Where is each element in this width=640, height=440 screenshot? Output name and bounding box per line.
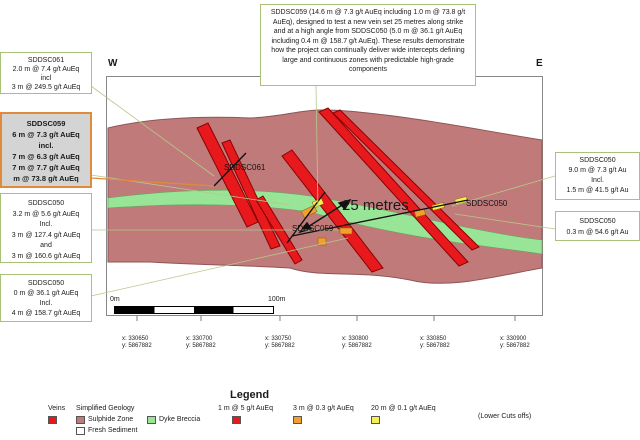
callout-sddsc061: SDDSC061 2.0 m @ 7.4 g/t AuEq incl 3 m @… [0,52,92,94]
leader-050b [90,237,349,297]
legend-cut2-label: 3 m @ 0.3 g/t AuEq [293,405,354,412]
legend-cut3-label: 20 m @ 0.1 g/t AuEq [371,405,436,412]
scale-end-label: 100m [268,296,286,303]
legend-note: (Lower Cuts offs) [478,413,532,420]
drillhole-label-sddsc050: SDDSC050 [466,199,508,208]
drillhole-label-sddsc061: SDDSC061 [224,163,266,172]
drillhole-label-sddsc059: SDDSC059 [292,224,334,233]
mid-grade-3 [317,237,327,246]
leader-top [315,85,319,211]
callout-sddsc059: SDDSC059 6 m @ 7.3 g/t AuEq incl. 7 m @ … [0,112,92,188]
leader-050d [454,213,556,230]
measure-annotation: 25 metres [342,197,409,214]
trace-sddsc061 [213,152,247,187]
vein-2 [221,139,281,250]
mid-grade-2 [339,227,353,235]
vein-4 [318,107,469,267]
compass-east: E [536,58,543,69]
scale-start-label: 0m [110,296,120,303]
leader-050c [451,175,556,207]
vein-5 [332,109,480,251]
top-callout: SDDSC059 (14.6 m @ 7.3 g/t AuEq includin… [260,4,476,86]
legend-veins-label: Veins [48,405,66,412]
legend-cut2-swatch [293,416,302,424]
leader-059-highlight [90,177,215,187]
legend-dyke-swatch [147,416,156,424]
leader-061 [90,85,215,177]
scale-bar [114,306,274,314]
trace-sddsc059 [286,191,326,244]
callout-sddsc050-b: SDDSC050 0 m @ 36.1 g/t AuEq Incl. 4 m @… [0,274,92,322]
legend-sulphide-label: Sulphide Zone [88,416,134,423]
callout-sddsc050-c: SDDSC050 9.0 m @ 7.3 g/t Au Incl. 1.5 m … [555,152,640,200]
compass-west: W [108,58,118,69]
legend-cut1-swatch [232,416,241,424]
legend-sediment-label: Fresh Sediment [88,427,138,434]
legend-cut3-swatch [371,416,380,424]
legend-vein-swatch [48,416,57,424]
legend-sulphide-swatch [76,416,85,424]
legend-sediment-swatch [76,427,85,435]
legend-title: Legend [230,389,270,401]
legend-dyke-label: Dyke Breccia [159,416,201,423]
callout-sddsc050-d: SDDSC050 0.3 m @ 54.6 g/t Au [555,211,640,241]
callout-sddsc050-a: SDDSC050 3.2 m @ 5.6 g/t AuEq Incl. 3 m … [0,193,92,263]
legend-geology-label: Simplified Geology [76,405,135,412]
legend-cut1-label: 1 m @ 5 g/t AuEq [218,405,273,412]
